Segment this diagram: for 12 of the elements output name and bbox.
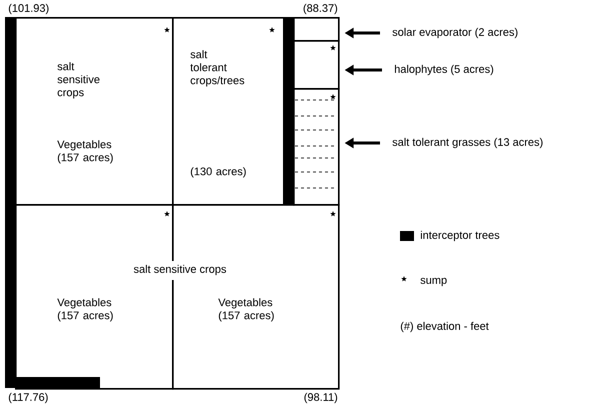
callout-text: halophytes (5 acres) <box>394 64 494 76</box>
legend-text: interceptor trees <box>420 230 500 242</box>
callout-text: salt tolerant grasses (13 acres) <box>392 138 542 148</box>
legend-text: (#) elevation - feet <box>400 322 489 332</box>
elevation-label: (88.37) <box>302 4 338 14</box>
field-plot: salt tolerant crops/trees (130 acres) <box>172 17 295 206</box>
strip-zone <box>293 40 340 90</box>
strip-zone <box>293 17 340 42</box>
field-plot: salt sensitive crops Vegetables (157 acres) <box>15 17 174 206</box>
callout-text: solar evaporator (2 acres) <box>392 28 518 38</box>
legend-text: sump <box>420 278 447 286</box>
strip-zone <box>293 88 340 206</box>
